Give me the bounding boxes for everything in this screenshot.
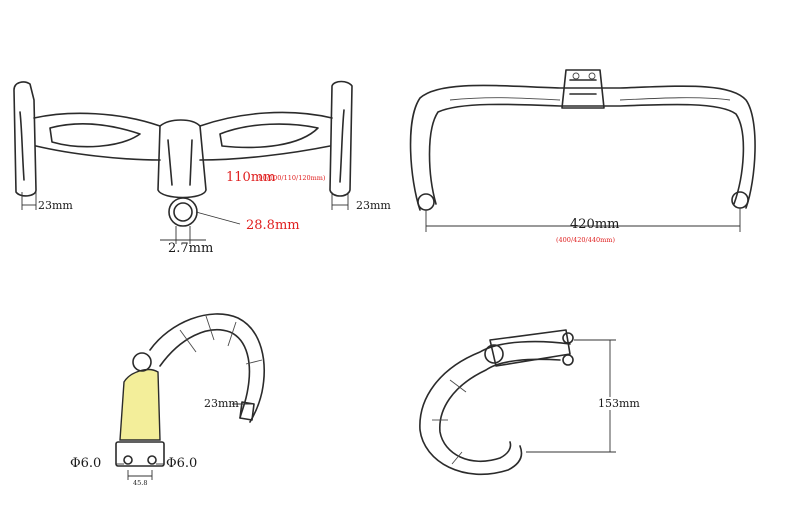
profile-view-drawing	[419, 329, 616, 475]
drop-width-label: 23mm	[204, 397, 239, 410]
wall-thickness-label: 2.7mm	[168, 241, 214, 256]
bolt-spacing-label: 45.8	[133, 479, 148, 487]
front-view-drawing	[13, 80, 353, 244]
front-right-width-label: 23mm	[356, 199, 391, 212]
top-view-drawing	[409, 69, 756, 232]
drop-height-label: 153mm	[598, 397, 640, 410]
stem-length-label: 110mm	[226, 170, 276, 185]
front-left-width-label: 23mm	[38, 199, 73, 212]
bolt-left-label: Φ6.0	[70, 456, 102, 471]
bolt-right-label: Φ6.0	[166, 456, 198, 471]
bar-width-options-label: (400/420/440mm)	[556, 236, 615, 244]
bar-width-label: 420mm	[570, 217, 620, 232]
clamp-diameter-label: 28.8mm	[246, 218, 300, 233]
side-view-drawing	[115, 313, 265, 480]
stem-options-label: (90/100/110/120mm)	[256, 174, 326, 182]
